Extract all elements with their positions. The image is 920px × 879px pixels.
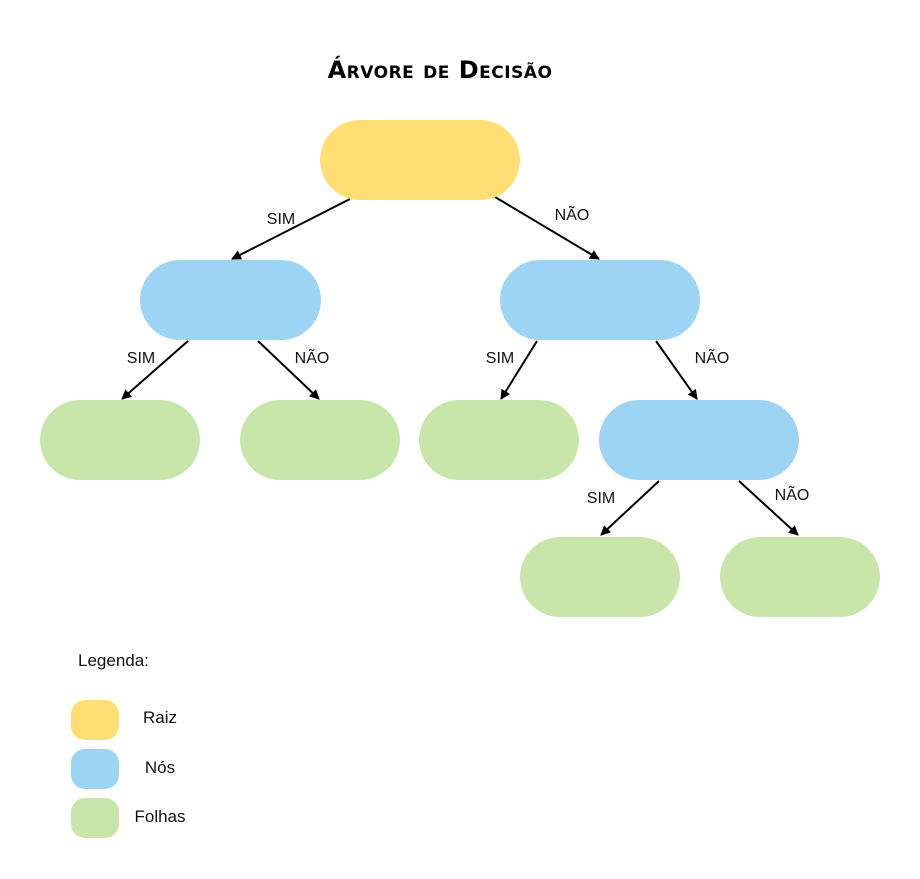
- edge-inner-sim: [600, 480, 660, 536]
- leaf-node-2: [240, 400, 400, 480]
- edge-right-sim: [500, 340, 538, 400]
- legend-heading: Legenda:: [78, 651, 149, 670]
- edge-label-right-nao: NÃO: [695, 347, 730, 367]
- edge-label-right-sim: SIM: [486, 350, 514, 367]
- edge-inner-nao: [738, 480, 799, 536]
- edge-label-inner-nao: NÃO: [775, 484, 810, 504]
- edge-label-left-sim: SIM: [127, 350, 155, 367]
- legend-swatch-leaf: [71, 798, 119, 838]
- edge-right-nao: [655, 340, 698, 400]
- legend-swatch-root: [71, 700, 119, 740]
- nodes: [40, 120, 880, 617]
- legend-label-root: Raiz: [143, 708, 177, 727]
- internal-node-inner: [599, 400, 799, 480]
- edge-label-root-nao: NÃO: [555, 204, 590, 224]
- leaf-node-4: [520, 537, 680, 617]
- edge-label-root-sim: SIM: [267, 211, 295, 228]
- edges: [121, 196, 799, 536]
- legend-label-leaf: Folhas: [134, 807, 185, 826]
- leaf-node-1: [40, 400, 200, 480]
- leaf-node-5: [720, 537, 880, 617]
- edge-label-left-nao: NÃO: [295, 347, 330, 367]
- internal-node-right: [500, 260, 700, 340]
- edge-root-sim: [231, 198, 351, 260]
- root-node: [320, 120, 520, 200]
- internal-node-left: [140, 260, 321, 340]
- edge-root-nao: [494, 196, 600, 260]
- edge-left-nao: [257, 340, 320, 400]
- legend-swatch-node: [71, 749, 119, 789]
- legend-label-node: Nós: [145, 758, 175, 777]
- edge-left-sim: [121, 340, 189, 400]
- edge-labels: SIM NÃO SIM NÃO SIM NÃO SIM NÃO: [127, 204, 810, 507]
- edge-label-inner-sim: SIM: [587, 490, 615, 507]
- diagram-title: Árvore de Decisão: [328, 55, 553, 84]
- leaf-node-3: [419, 400, 579, 480]
- legend: Legenda: Raiz Nós Folhas: [71, 651, 186, 838]
